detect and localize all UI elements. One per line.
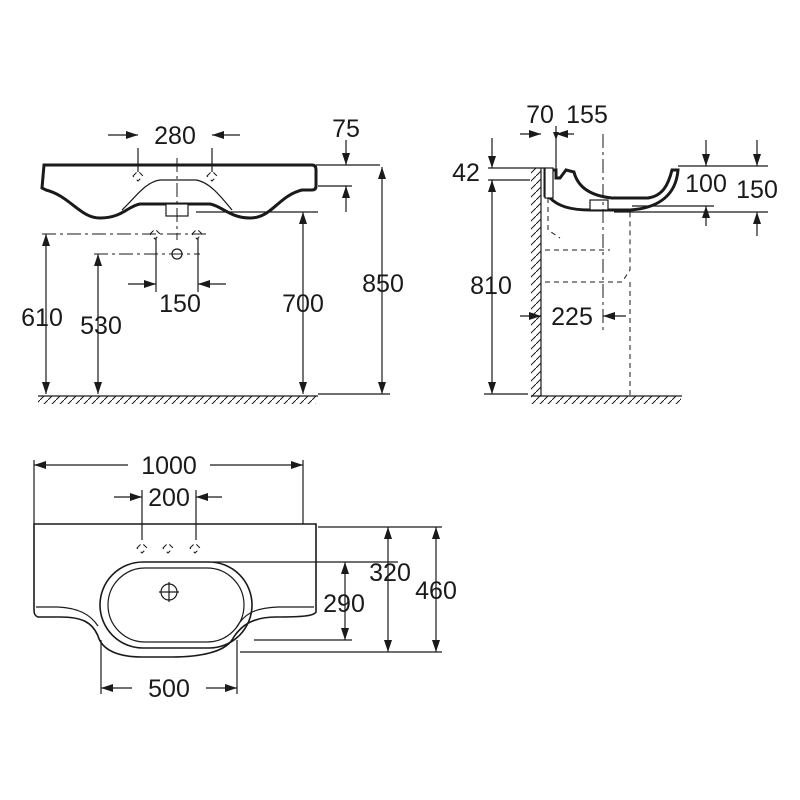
side-floor-hatch xyxy=(531,396,681,404)
dim-460: 460 xyxy=(415,577,457,605)
front-waste-mark-centre xyxy=(171,248,183,260)
plan-tap-hole-right xyxy=(189,542,201,554)
side-wall-hatch xyxy=(531,168,541,396)
dim-530: 530 xyxy=(80,312,122,340)
dim-810: 810 xyxy=(470,272,512,300)
side-view: 70 155 42 810 100 150 225 xyxy=(452,101,778,404)
front-tap-hole-left xyxy=(132,170,144,182)
side-waste-outlet xyxy=(589,199,609,211)
plan-tap-hole-left xyxy=(136,542,148,554)
front-view: 280 75 610 530 150 xyxy=(21,115,404,404)
front-waste-mark-right xyxy=(191,228,203,240)
dim-850: 850 xyxy=(362,270,404,298)
dim-500: 500 xyxy=(148,675,190,703)
side-wall-bracket xyxy=(544,167,554,199)
plan-view: 1000 200 460 320 290 500 xyxy=(33,452,457,703)
front-bowl-inner xyxy=(121,179,233,211)
side-trap-outline xyxy=(545,210,631,283)
dim-42: 42 xyxy=(452,159,480,187)
plan-tap-holes xyxy=(136,542,201,554)
dim-150: 150 xyxy=(159,290,201,318)
side-bracket-hidden xyxy=(547,198,561,239)
dim-225: 225 xyxy=(551,303,593,331)
dim-70: 70 xyxy=(526,101,554,129)
dim-290: 290 xyxy=(323,590,365,618)
plan-bowl-outer xyxy=(99,561,253,649)
dim-75: 75 xyxy=(332,115,360,143)
dim-150-side: 150 xyxy=(736,176,778,204)
dim-155: 155 xyxy=(566,101,608,129)
dim-700: 700 xyxy=(282,290,324,318)
dim-320: 320 xyxy=(369,559,411,587)
front-basin-outline xyxy=(40,163,318,220)
dim-100: 100 xyxy=(685,170,727,198)
side-basin-profile xyxy=(543,168,680,212)
front-tap-hole-right xyxy=(206,170,218,182)
plan-basin-outline xyxy=(33,523,317,658)
dim-200: 200 xyxy=(148,484,190,512)
front-waste-mark-left xyxy=(149,228,161,240)
plan-tap-hole-centre xyxy=(162,542,174,554)
plan-front-edge xyxy=(36,606,99,627)
dim-1000: 1000 xyxy=(141,452,197,480)
dim-280: 280 xyxy=(154,122,196,150)
dim-610: 610 xyxy=(21,304,63,332)
plan-bowl-inner xyxy=(107,567,245,643)
front-floor-hatch xyxy=(38,396,316,404)
